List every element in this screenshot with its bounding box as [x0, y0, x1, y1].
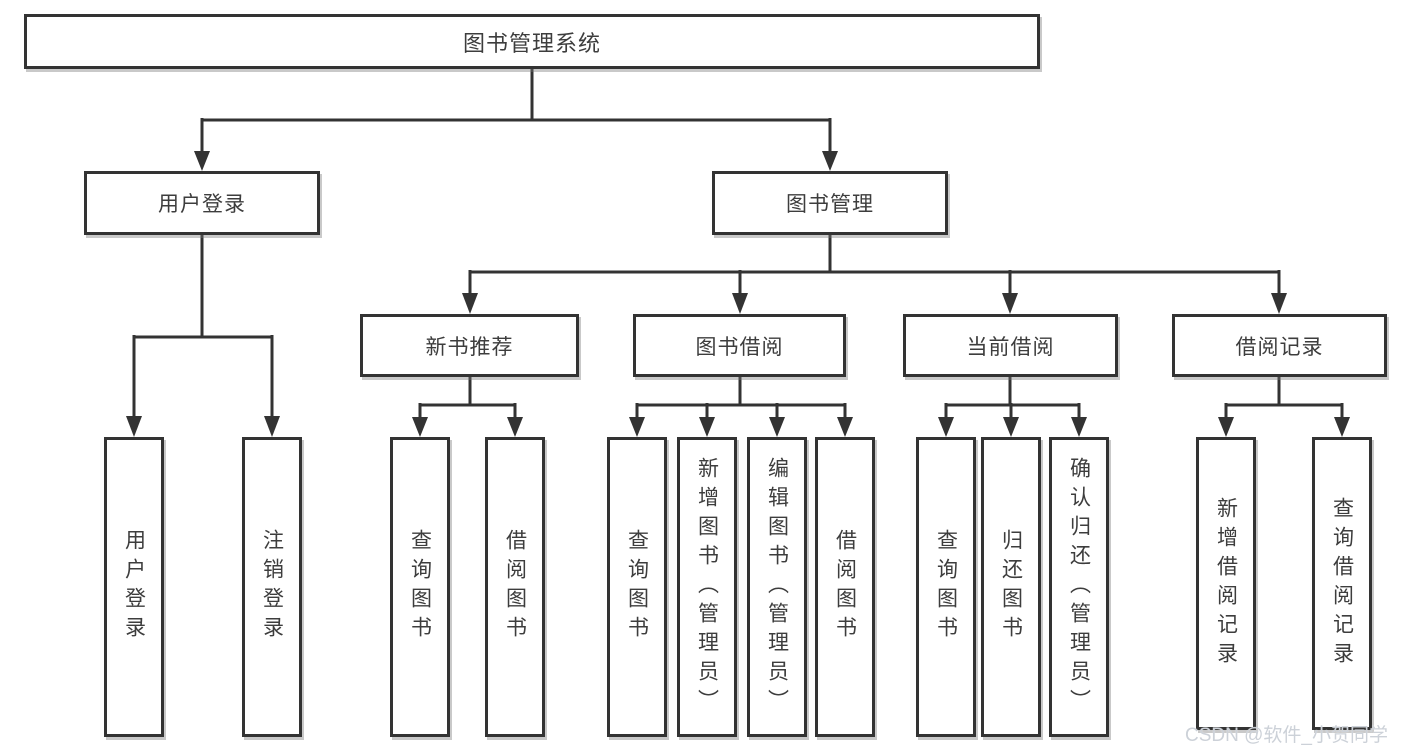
- node-book-management: 图书管理: [712, 171, 948, 235]
- leaf-bb-borrow-books: 借阅图书: [815, 437, 875, 737]
- leaf-label: 查询图书: [934, 529, 958, 645]
- node-book-borrowing: 图书借阅: [633, 314, 846, 377]
- arrowhead: [264, 416, 280, 437]
- arrowhead: [412, 417, 428, 437]
- leaf-label: 查询借阅记录: [1330, 496, 1354, 671]
- leaf-bb-edit-books-admin: 编辑图书（管理员）: [747, 437, 807, 737]
- leaf-bb-query-books: 查询图书: [607, 437, 667, 737]
- connector-user-login-children: [126, 235, 280, 437]
- leaf-label: 新增借阅记录: [1214, 496, 1238, 671]
- arrowhead: [1002, 293, 1018, 314]
- arrowhead: [629, 417, 645, 437]
- leaf-user-login: 用户登录: [104, 437, 164, 737]
- arrowhead: [1218, 417, 1234, 437]
- node-root: 图书管理系统: [24, 14, 1040, 69]
- node-borrowing-records: 借阅记录: [1172, 314, 1387, 377]
- watermark: CSDN @软件_小贺同学: [1185, 725, 1388, 746]
- leaf-br-query-record: 查询借阅记录: [1312, 437, 1372, 730]
- leaf-label: 归还图书: [999, 529, 1023, 645]
- node-current-borrowing: 当前借阅: [903, 314, 1118, 377]
- arrowhead: [194, 151, 210, 171]
- leaf-cb-confirm-return-admin: 确认归还（管理员）: [1049, 437, 1109, 737]
- leaf-nbr-query-books: 查询图书: [390, 437, 450, 737]
- leaf-label: 查询图书: [408, 529, 432, 645]
- arrowhead: [507, 417, 523, 437]
- leaf-br-add-record: 新增借阅记录: [1196, 437, 1256, 730]
- leaf-label: 用户登录: [122, 529, 146, 645]
- arrowhead: [1334, 417, 1350, 437]
- arrowhead: [837, 417, 853, 437]
- arrowhead: [769, 417, 785, 437]
- leaf-label: 新增图书（管理员）: [695, 456, 719, 718]
- leaf-label: 借阅图书: [503, 529, 527, 645]
- leaf-cb-query-books: 查询图书: [916, 437, 976, 737]
- leaf-label: 编辑图书（管理员）: [765, 456, 789, 718]
- connector-book-borrow-children: [629, 377, 853, 437]
- connector-records-children: [1218, 377, 1350, 437]
- leaf-cb-return-books: 归还图书: [981, 437, 1041, 737]
- arrowhead: [1003, 417, 1019, 437]
- connector-book-mgmt-to-level3: [462, 235, 1287, 314]
- leaf-label: 确认归还（管理员）: [1067, 456, 1091, 718]
- leaf-label: 查询图书: [625, 529, 649, 645]
- connector-new-book-children: [412, 377, 523, 437]
- arrowhead: [699, 417, 715, 437]
- arrowhead: [1271, 293, 1287, 314]
- connector-current-borrow-children: [938, 377, 1087, 437]
- arrowhead: [732, 293, 748, 314]
- arrowhead: [822, 151, 838, 171]
- leaf-nbr-borrow-books: 借阅图书: [485, 437, 545, 737]
- arrowhead: [462, 293, 478, 314]
- arrowhead: [126, 416, 142, 437]
- node-new-book-recommendation: 新书推荐: [360, 314, 579, 377]
- arrowhead: [1071, 417, 1087, 437]
- leaf-label: 注销登录: [260, 529, 284, 645]
- node-user-login: 用户登录: [84, 171, 320, 235]
- leaf-logout: 注销登录: [242, 437, 302, 737]
- leaf-bb-add-books-admin: 新增图书（管理员）: [677, 437, 737, 737]
- connector-root-to-level2: [194, 69, 838, 171]
- leaf-label: 借阅图书: [833, 529, 857, 645]
- arrowhead: [938, 417, 954, 437]
